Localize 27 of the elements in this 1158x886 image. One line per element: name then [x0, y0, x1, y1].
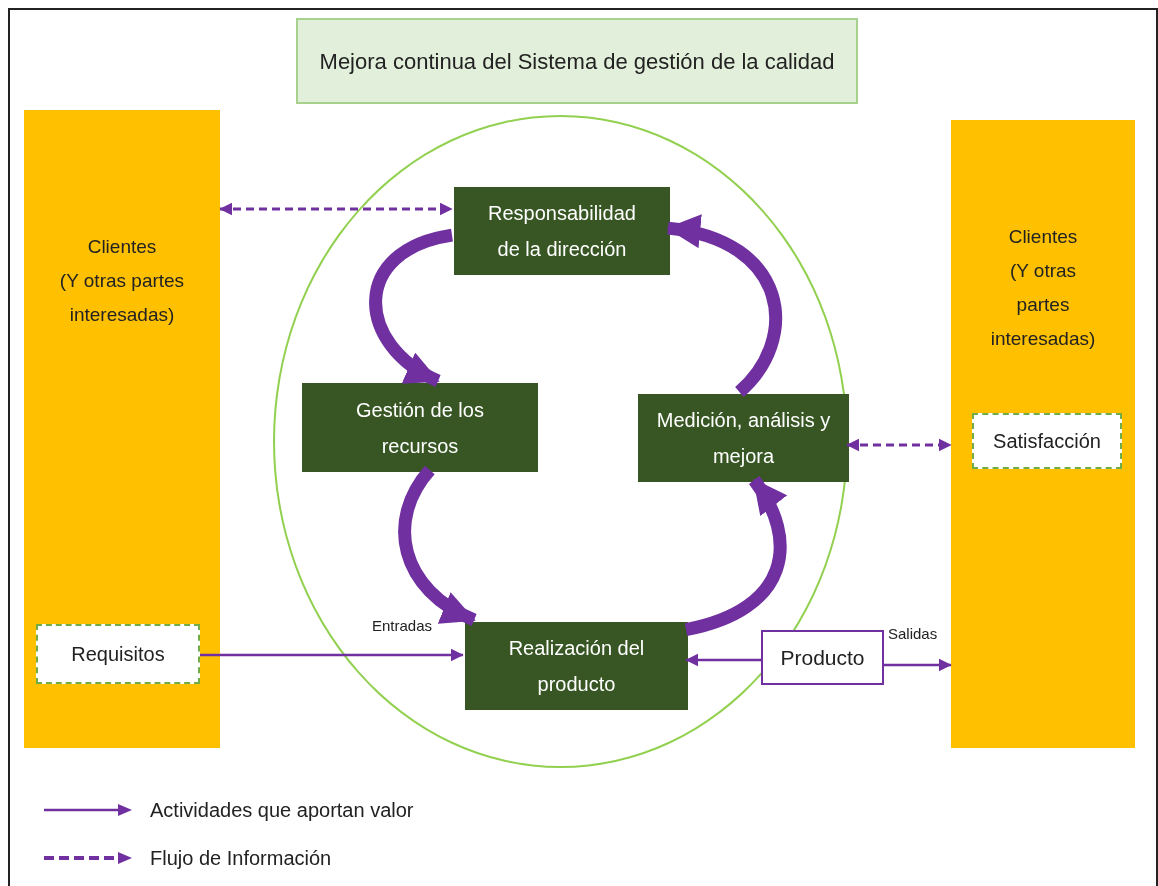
curved-arrow — [398, 466, 477, 626]
stakeholder-band — [24, 110, 220, 748]
dashed-arrow — [219, 202, 453, 216]
dashed-box: Requisitos — [36, 624, 200, 684]
arrow — [685, 653, 761, 667]
legend-label: Flujo de Información — [150, 846, 332, 871]
title-box: Mejora continua del Sistema de gestión de la calidad — [296, 18, 858, 104]
output-box: Producto — [761, 630, 884, 685]
edge-label: Entradas — [370, 618, 435, 633]
dashed-box: Satisfacción — [972, 413, 1122, 469]
arrow — [884, 658, 952, 672]
curved-arrow — [369, 228, 454, 387]
curved-arrow — [666, 216, 782, 397]
node-label: Clientes — [87, 235, 157, 259]
legend-label: Actividades que aportan valor — [150, 798, 414, 823]
edge-label: Salidas — [886, 626, 940, 641]
dashed-arrow — [846, 438, 952, 452]
curved-arrow — [684, 476, 787, 636]
node-label: (Y otras partes interesadas) — [58, 269, 186, 327]
process-box: Realización del producto — [465, 622, 688, 710]
process-box: Medición, análisis y mejora — [638, 394, 849, 482]
process-box: Gestión de los recursos — [302, 383, 538, 472]
node-label: Clientes — [1008, 225, 1078, 249]
stakeholder-band — [951, 120, 1135, 748]
arrow — [200, 648, 464, 662]
process-box: Responsabilidad de la dirección — [454, 187, 670, 275]
node-label: (Y otras partes interesadas) — [990, 259, 1096, 351]
